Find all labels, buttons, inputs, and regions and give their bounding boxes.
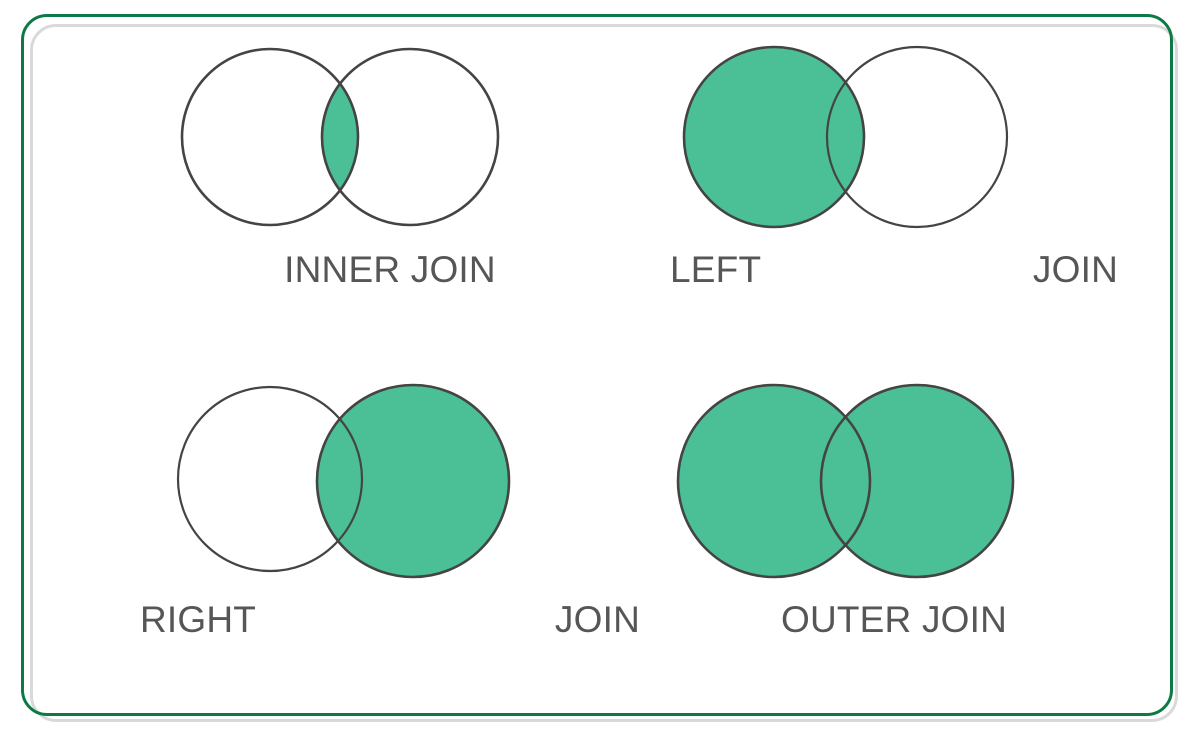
venn-label-row-left-join: LEFT JOIN bbox=[634, 251, 1154, 288]
right-circle-outline bbox=[825, 45, 1009, 229]
left-circle-outline bbox=[180, 47, 360, 227]
venn-label-left-join-right: JOIN bbox=[1032, 249, 1118, 290]
venn-label-row-inner-join: INNER JOIN bbox=[130, 251, 650, 288]
frame-inner-border bbox=[30, 24, 1178, 722]
venn-label-right-join-right: JOIN bbox=[554, 599, 640, 640]
right-circle-outline bbox=[819, 383, 1015, 579]
left-circle-outline bbox=[676, 383, 872, 579]
venn-diagram-outer-join bbox=[676, 383, 1015, 579]
right-circle-fill bbox=[821, 385, 1013, 577]
right-circle-outline bbox=[320, 47, 500, 227]
left-circle-fill bbox=[678, 385, 870, 577]
venn-panel-outer-join: OUTER JOIN bbox=[634, 379, 1154, 699]
venn-panel-right-join: RIGHT JOIN bbox=[130, 379, 650, 699]
venn-diagram-inner-join bbox=[180, 47, 500, 227]
venn-label-inner-join: INNER JOIN bbox=[284, 249, 496, 290]
left-circle-outline bbox=[176, 385, 364, 573]
venn-grid: INNER JOIN LEFT JOIN RIGHT bbox=[24, 17, 1176, 719]
right-circle-fill bbox=[317, 385, 509, 577]
frame-outer-border bbox=[21, 14, 1173, 716]
venn-label-row-outer-join: OUTER JOIN bbox=[634, 601, 1154, 638]
venn-label-outer-join: OUTER JOIN bbox=[780, 599, 1008, 640]
venn-panel-inner-join: INNER JOIN bbox=[130, 39, 650, 359]
left-circle-outline bbox=[682, 45, 866, 229]
venn-diagram-right-join bbox=[176, 383, 511, 579]
right-circle-outline bbox=[315, 383, 511, 579]
venn-label-right-join-left: RIGHT bbox=[140, 599, 257, 640]
venn-label-left-join-left: LEFT bbox=[670, 249, 762, 290]
venn-diagram-left-join bbox=[682, 45, 1009, 229]
left-circle-fill bbox=[684, 47, 864, 227]
venn-panel-left-join: LEFT JOIN bbox=[634, 39, 1154, 359]
venn-label-row-right-join: RIGHT JOIN bbox=[130, 601, 650, 638]
